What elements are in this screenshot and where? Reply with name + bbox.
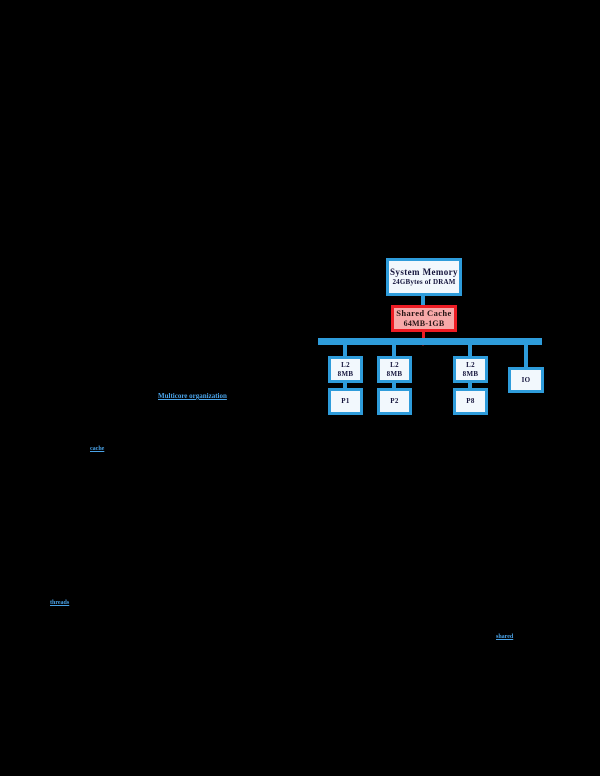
- bus-drop-io: [524, 345, 528, 367]
- l2-cache-box-3: L2 8MB: [453, 356, 488, 383]
- bus-drop-l2-3: [468, 345, 472, 356]
- cache-bus-arrow-stem: [422, 332, 425, 340]
- bus-drop-l2-2: [392, 345, 396, 356]
- system-bus: [318, 338, 542, 345]
- io-label: IO: [521, 375, 531, 384]
- system-memory-size: 24GBytes of DRAM: [392, 278, 456, 287]
- connector-l2-p2: [392, 383, 396, 388]
- system-memory-title: System Memory: [390, 267, 458, 277]
- inline-link-2[interactable]: threads: [50, 600, 70, 606]
- processor-box-p8: P8: [453, 388, 488, 415]
- l2-label: L2: [390, 360, 399, 369]
- l2-label: L2: [466, 360, 475, 369]
- io-box: IO: [508, 367, 544, 393]
- processor-label: P2: [390, 397, 399, 406]
- connector-l2-p8: [468, 383, 472, 388]
- inline-link-3[interactable]: shared: [496, 634, 514, 640]
- bus-drop-l2-1: [343, 345, 347, 356]
- system-memory-box: System Memory 24GBytes of DRAM: [386, 258, 462, 296]
- l2-size: 8MB: [462, 369, 479, 378]
- l2-cache-box-2: L2 8MB: [377, 356, 412, 383]
- figure-caption-link[interactable]: Multicore organization: [158, 392, 227, 400]
- processor-label: P1: [341, 397, 350, 406]
- shared-cache-box: Shared Cache 64MB-1GB: [391, 305, 457, 332]
- inline-link-1[interactable]: cache: [90, 446, 105, 452]
- connector-l2-p1: [343, 383, 347, 388]
- l2-cache-box-1: L2 8MB: [328, 356, 363, 383]
- l2-label: L2: [341, 360, 350, 369]
- connector-memory-cache: [421, 296, 425, 305]
- shared-cache-size: 64MB-1GB: [403, 318, 445, 328]
- l2-size: 8MB: [386, 369, 403, 378]
- processor-box-p1: P1: [328, 388, 363, 415]
- processor-label: P8: [466, 397, 475, 406]
- l2-size: 8MB: [337, 369, 354, 378]
- processor-box-p2: P2: [377, 388, 412, 415]
- shared-cache-title: Shared Cache: [396, 308, 452, 319]
